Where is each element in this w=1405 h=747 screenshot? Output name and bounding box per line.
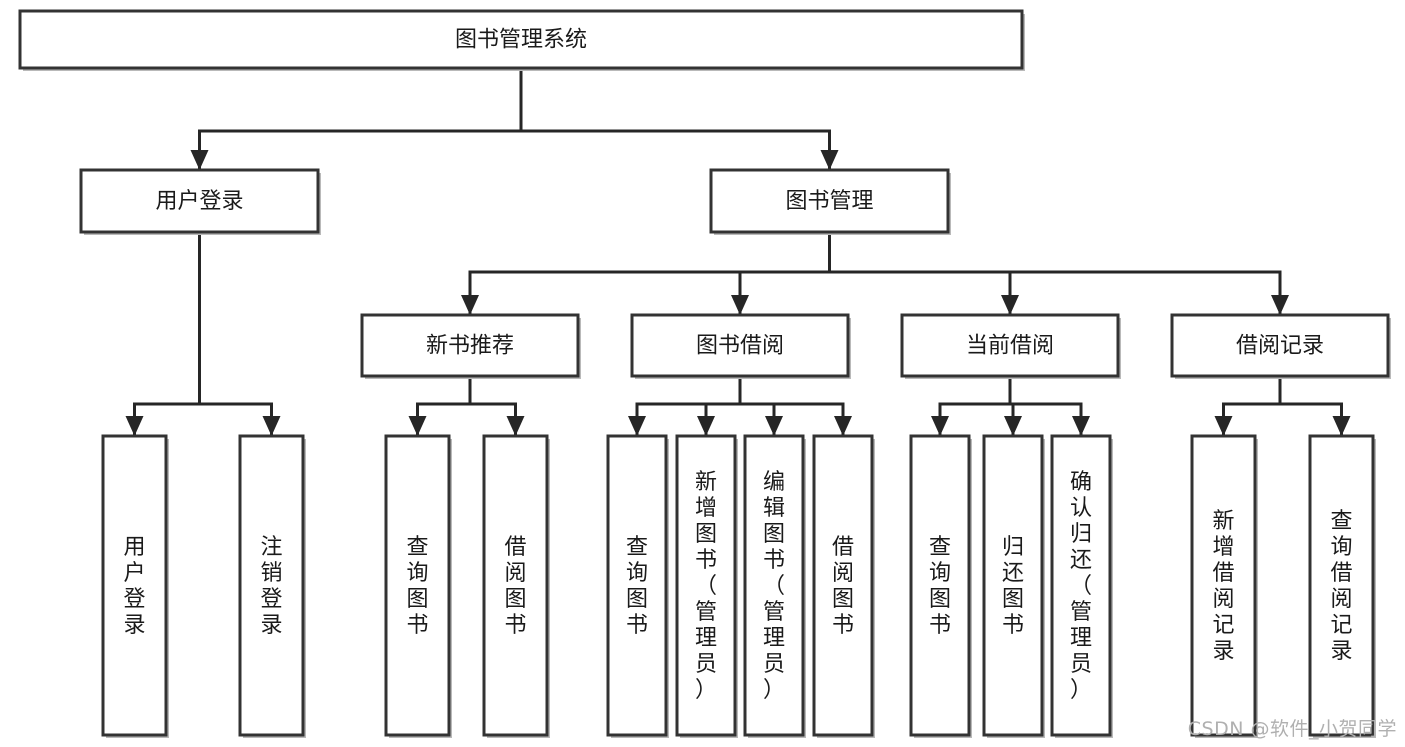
arrow-head-icon [697,416,715,436]
node-leaf-logout[interactable]: 注销登录 [238,434,306,738]
node-rect [384,434,451,737]
node-borrow-record[interactable]: 借阅记录 [1170,313,1391,379]
node-rect [482,434,549,737]
arrow-head-icon [765,416,783,436]
node-leaf-add-book[interactable]: 新增图书（管理员） [675,434,738,738]
node-rect [101,434,168,737]
node-new-book-rec[interactable]: 新书推荐 [360,313,581,379]
arrow-head-icon [731,295,749,315]
node-rect [812,434,874,737]
node-label: 查询借阅记录 [1330,509,1352,664]
node-label: 注销登录 [260,535,282,638]
node-label: 查询图书 [929,535,951,638]
connector-layer [125,66,1351,438]
node-label: 新增借阅记录 [1212,509,1234,664]
node-rect [1170,313,1390,378]
node-label: 用户登录 [123,535,145,638]
arrow-head-icon [1332,416,1351,436]
node-rect [743,434,805,737]
node-label: 查询图书 [626,535,648,638]
node-label: 归还图书 [1002,535,1024,638]
node-leaf-add-record[interactable]: 新增借阅记录 [1190,434,1258,738]
arrow-head-icon [461,295,479,315]
node-leaf-query-record[interactable]: 查询借阅记录 [1308,434,1376,738]
node-label: 新书推荐 [426,334,514,359]
node-rect [1308,434,1375,737]
arrow-head-icon [125,416,144,436]
node-label: 新增图书（管理员） [695,470,717,703]
node-leaf-query-book-2[interactable]: 查询图书 [606,434,669,738]
node-layer: 图书管理系统用户登录图书管理新书推荐图书借阅当前借阅借阅记录用户登录注销登录查询… [18,9,1391,738]
node-rect [238,434,305,737]
node-leaf-query-book-3[interactable]: 查询图书 [909,434,972,738]
node-label: 图书借阅 [696,334,784,359]
arrow-head-icon [190,150,209,170]
arrow-head-icon [931,416,949,436]
arrow-head-icon [820,150,839,170]
node-user-login[interactable]: 用户登录 [79,168,321,235]
arrow-head-icon [834,416,852,436]
node-book-manage[interactable]: 图书管理 [709,168,951,235]
node-label: 图书管理系统 [455,28,587,53]
node-leaf-return-book[interactable]: 归还图书 [982,434,1045,738]
arrow-head-icon [506,416,525,436]
node-rect [18,9,1024,70]
arrow-head-icon [1001,295,1019,315]
node-rect [1190,434,1257,737]
node-label: 图书管理 [785,189,873,214]
arrow-head-icon [262,416,281,436]
node-rect [675,434,737,737]
node-rect [709,168,950,234]
node-label: 查询图书 [406,535,428,638]
node-leaf-user-login[interactable]: 用户登录 [101,434,169,738]
node-label: 借阅图书 [504,535,526,638]
node-label: 借阅图书 [832,535,854,638]
node-label: 用户登录 [155,189,243,214]
node-rect [982,434,1044,737]
node-rect [909,434,971,737]
arrow-head-icon [1004,416,1022,436]
node-rect [900,313,1120,378]
node-rect [1050,434,1112,737]
node-current-borrow[interactable]: 当前借阅 [900,313,1121,379]
node-leaf-edit-book[interactable]: 编辑图书（管理员） [743,434,806,738]
node-leaf-borrow-book-2[interactable]: 借阅图书 [812,434,875,738]
node-book-borrow[interactable]: 图书借阅 [630,313,851,379]
node-label: 当前借阅 [966,334,1054,359]
arrow-head-icon [408,416,427,436]
node-leaf-confirm-return[interactable]: 确认归还（管理员） [1050,434,1113,738]
node-root: 图书管理系统 [18,9,1025,71]
node-leaf-query-book-1[interactable]: 查询图书 [384,434,452,738]
node-label: 借阅记录 [1236,334,1324,359]
node-rect [360,313,580,378]
arrow-head-icon [1214,416,1233,436]
arrow-head-icon [1271,295,1289,315]
arrow-head-icon [1072,416,1090,436]
node-rect [79,168,320,234]
node-rect [630,313,850,378]
node-label: 编辑图书（管理员） [763,470,785,703]
arrow-head-icon [628,416,646,436]
node-leaf-borrow-book-1[interactable]: 借阅图书 [482,434,550,738]
node-rect [606,434,668,737]
node-label: 确认归还（管理员） [1070,470,1092,703]
